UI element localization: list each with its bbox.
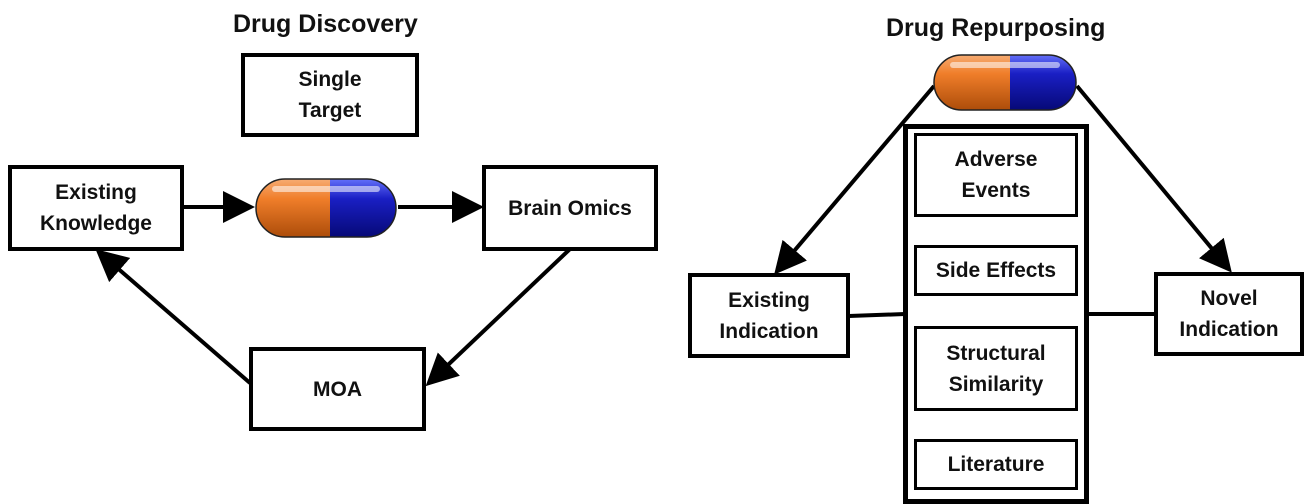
arrow-drug-to-existing-indication [774, 84, 936, 275]
link-existing-indication-to-evidence [848, 312, 906, 318]
evidence-side-effects-box: Side Effects [914, 245, 1078, 296]
arrow-drug-to-novel-indication [1075, 84, 1232, 273]
capsule-pill-icon [255, 178, 397, 238]
evidence-adverse-events-box: Adverse Events [914, 133, 1078, 217]
drug-discovery-title: Drug Discovery [233, 10, 418, 38]
arrow-moa-to-knowledge [95, 249, 252, 385]
existing-indication-box: Existing Indication [688, 273, 850, 358]
moa-box: MOA [249, 347, 426, 431]
brain-omics-box: Brain Omics [482, 165, 658, 251]
existing-knowledge-box: Existing Knowledge [8, 165, 184, 251]
arrow-brain-omics-to-moa [425, 247, 572, 387]
single-target-box: Single Target [241, 53, 419, 137]
drug-repurposing-title: Drug Repurposing [886, 14, 1106, 42]
evidence-structural-similarity-box: Structural Similarity [914, 326, 1078, 411]
capsule-pill-icon [933, 54, 1077, 111]
novel-indication-box: Novel Indication [1154, 272, 1304, 356]
evidence-literature-box: Literature [914, 439, 1078, 490]
